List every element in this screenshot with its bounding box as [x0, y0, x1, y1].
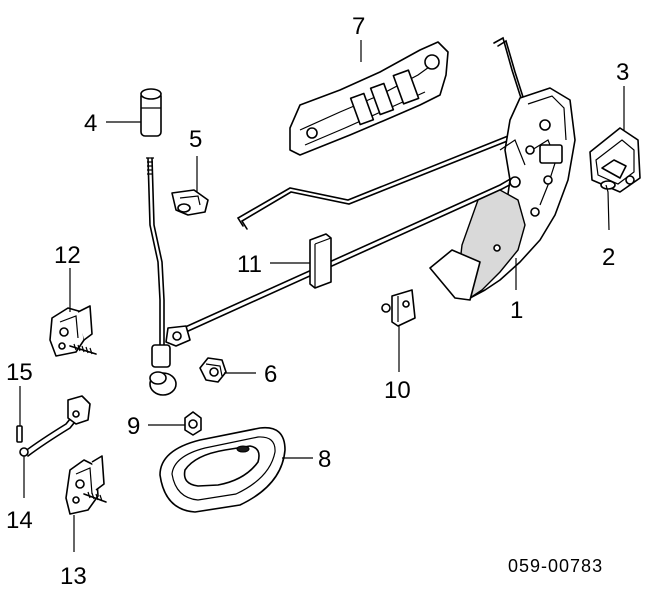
callout-10: 10: [384, 377, 411, 404]
callout-labels: 7 3 4 5 2 12 11 1 15 6 10 9 8 14 13 059-…: [6, 13, 629, 590]
callout-3: 3: [616, 59, 629, 86]
door-lock-actuator-part-1: [429, 87, 576, 301]
outside-handle-part-7: [289, 41, 449, 156]
lower-hinge-part-13: [65, 455, 107, 515]
callout-2: 2: [602, 244, 615, 271]
rod-end-cap-part-4: [140, 88, 162, 137]
callout-1: 1: [510, 297, 523, 324]
striker-part-3: [589, 127, 641, 193]
callout-12: 12: [54, 242, 81, 269]
pad-part-11: [309, 233, 332, 289]
callout-13: 13: [60, 563, 87, 590]
drawing-code: 059-00783: [508, 556, 603, 576]
lock-rod: [146, 157, 177, 396]
check-link-part-14: [19, 395, 91, 457]
grommet-part-6: [199, 357, 227, 383]
nut-part-9: [184, 411, 202, 436]
callout-15: 15: [6, 359, 33, 386]
upper-hinge-part-12: [49, 305, 97, 357]
callout-5: 5: [189, 126, 202, 153]
callout-4: 4: [84, 110, 97, 137]
callout-14: 14: [6, 507, 33, 534]
linkage-rods: [165, 36, 532, 347]
clip-part-5: [171, 189, 209, 216]
callout-7: 7: [352, 13, 365, 40]
callout-11: 11: [237, 251, 262, 278]
inside-handle-part-8: [159, 426, 286, 513]
bracket-part-10: [381, 289, 416, 327]
callout-6: 6: [264, 361, 277, 388]
pin-part-15: [16, 425, 23, 443]
callout-9: 9: [127, 413, 140, 440]
callout-8: 8: [318, 446, 331, 473]
